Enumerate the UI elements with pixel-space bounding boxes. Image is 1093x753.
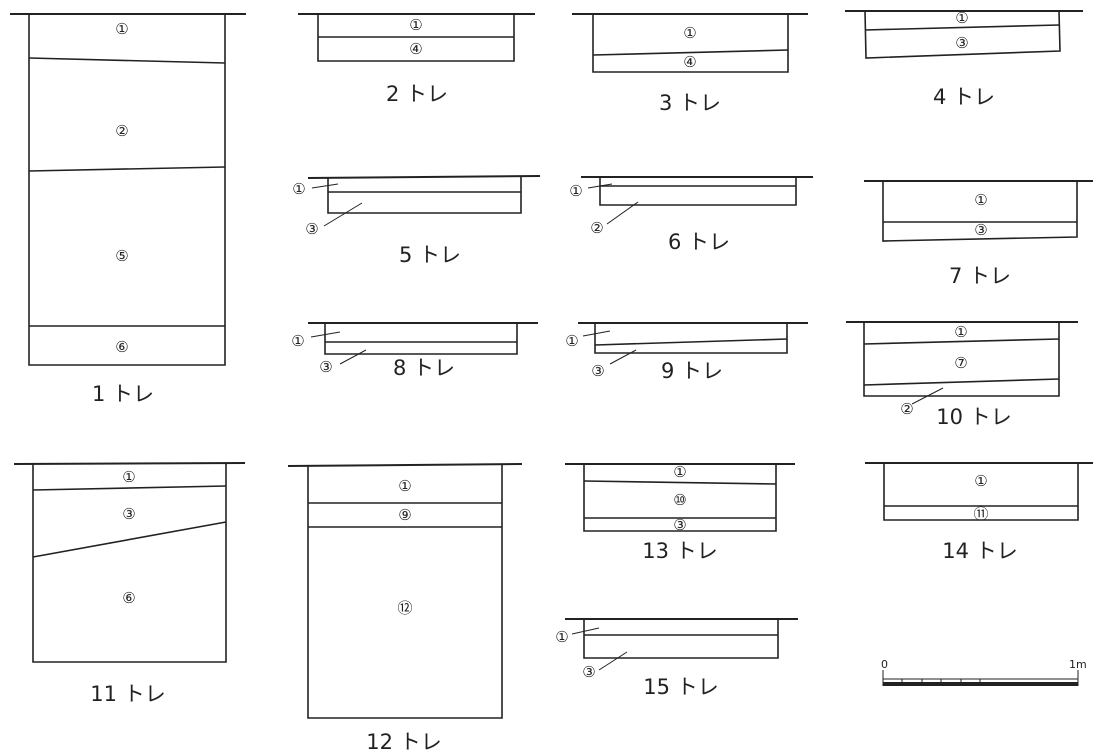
trench-11-caption: 11 トレ	[90, 682, 165, 706]
trench-1-layer-3: ⑤	[115, 247, 128, 265]
trench-4-layer-1: ①	[955, 9, 968, 27]
trench-4-caption: 4 トレ	[933, 85, 995, 109]
trench-15-caption: 15 トレ	[643, 675, 718, 699]
trench-7-layer-2: ③	[974, 221, 987, 239]
trench-11-layer-2: ③	[122, 505, 135, 523]
trench-3-layer-1: ①	[683, 24, 696, 42]
trench-9-caption: 9 トレ	[661, 359, 723, 383]
trench-3: ① ④ 3 トレ	[572, 13, 808, 115]
trench-2-layer-1: ①	[409, 16, 422, 34]
scale-bar: 0 1m	[881, 658, 1087, 686]
trench-12-layer-2: ⑨	[398, 506, 411, 524]
trench-15-layer-1: ①	[555, 628, 568, 646]
trench-1-layer-1: ①	[115, 20, 128, 38]
trench-10-layer-1: ①	[954, 323, 967, 341]
trench-11: ① ③ ⑥ 11 トレ	[13, 462, 246, 706]
trench-14: ① ⑪ 14 トレ	[865, 462, 1093, 563]
trench-3-layer-2: ④	[683, 53, 696, 71]
trench-7-layer-1: ①	[974, 191, 987, 209]
trench-6-layer-2: ②	[590, 219, 603, 237]
trench-1-caption: 1 トレ	[92, 382, 154, 406]
trench-10-caption: 10 トレ	[936, 405, 1011, 429]
trench-14-layer-1: ①	[974, 472, 987, 490]
trench-8-layer-2: ③	[319, 358, 332, 376]
trench-12-layer-3: ⑫	[397, 599, 412, 617]
trench-2-caption: 2 トレ	[386, 82, 448, 106]
trench-10-layer-3: ②	[900, 400, 913, 418]
trench-7: ① ③ 7 トレ	[864, 180, 1093, 288]
trench-5-caption: 5 トレ	[399, 243, 461, 267]
trench-12-caption: 12 トレ	[366, 730, 441, 753]
trench-1-layer-4: ⑥	[115, 338, 128, 356]
trench-1: ① ② ⑤ ⑥ 1 トレ	[10, 13, 246, 406]
trench-2-layer-2: ④	[409, 40, 422, 58]
trench-8-layer-1: ①	[291, 332, 304, 350]
trench-10: ① ⑦ ② 10 トレ	[846, 321, 1078, 429]
trench-14-layer-2: ⑪	[973, 505, 988, 523]
trench-11-layer-1: ①	[122, 468, 135, 486]
trench-13-layer-3: ③	[673, 516, 686, 534]
trench-13-caption: 13 トレ	[642, 539, 717, 563]
trench-6-layer-1: ①	[569, 182, 582, 200]
trench-3-caption: 3 トレ	[659, 91, 721, 115]
trench-11-layer-3: ⑥	[122, 589, 135, 607]
trench-10-layer-2: ⑦	[954, 354, 967, 372]
trench-12-layer-1: ①	[398, 477, 411, 495]
trench-6-caption: 6 トレ	[668, 230, 730, 254]
trench-5-layer-1: ①	[292, 180, 305, 198]
trench-15: ① ③ 15 トレ	[555, 618, 798, 699]
trench-9: ① ③ 9 トレ	[565, 322, 808, 383]
trench-13: ① ⑩ ③ 13 トレ	[565, 463, 795, 563]
trench-13-layer-1: ①	[673, 463, 686, 481]
trench-7-caption: 7 トレ	[949, 264, 1011, 288]
trench-8-caption: 8 トレ	[393, 356, 455, 380]
trench-5-layer-2: ③	[305, 220, 318, 238]
trench-6: ① ② 6 トレ	[569, 176, 813, 254]
trench-9-layer-1: ①	[565, 332, 578, 350]
trench-12: ① ⑨ ⑫ 12 トレ	[287, 463, 523, 753]
trench-13-layer-2: ⑩	[673, 491, 686, 509]
trench-2: ① ④ 2 トレ	[298, 13, 535, 106]
trench-15-layer-2: ③	[582, 663, 595, 681]
trench-4: ① ③ 4 トレ	[845, 9, 1083, 109]
trench-4-layer-2: ③	[955, 34, 968, 52]
trench-14-caption: 14 トレ	[942, 539, 1017, 563]
trench-1-layer-2: ②	[115, 122, 128, 140]
trench-9-layer-2: ③	[591, 362, 604, 380]
scale-start-label: 0	[881, 658, 888, 671]
scale-end-label: 1m	[1069, 658, 1087, 671]
trench-5: ① ③ 5 トレ	[292, 175, 541, 267]
trench-8: ① ③ 8 トレ	[291, 322, 538, 380]
